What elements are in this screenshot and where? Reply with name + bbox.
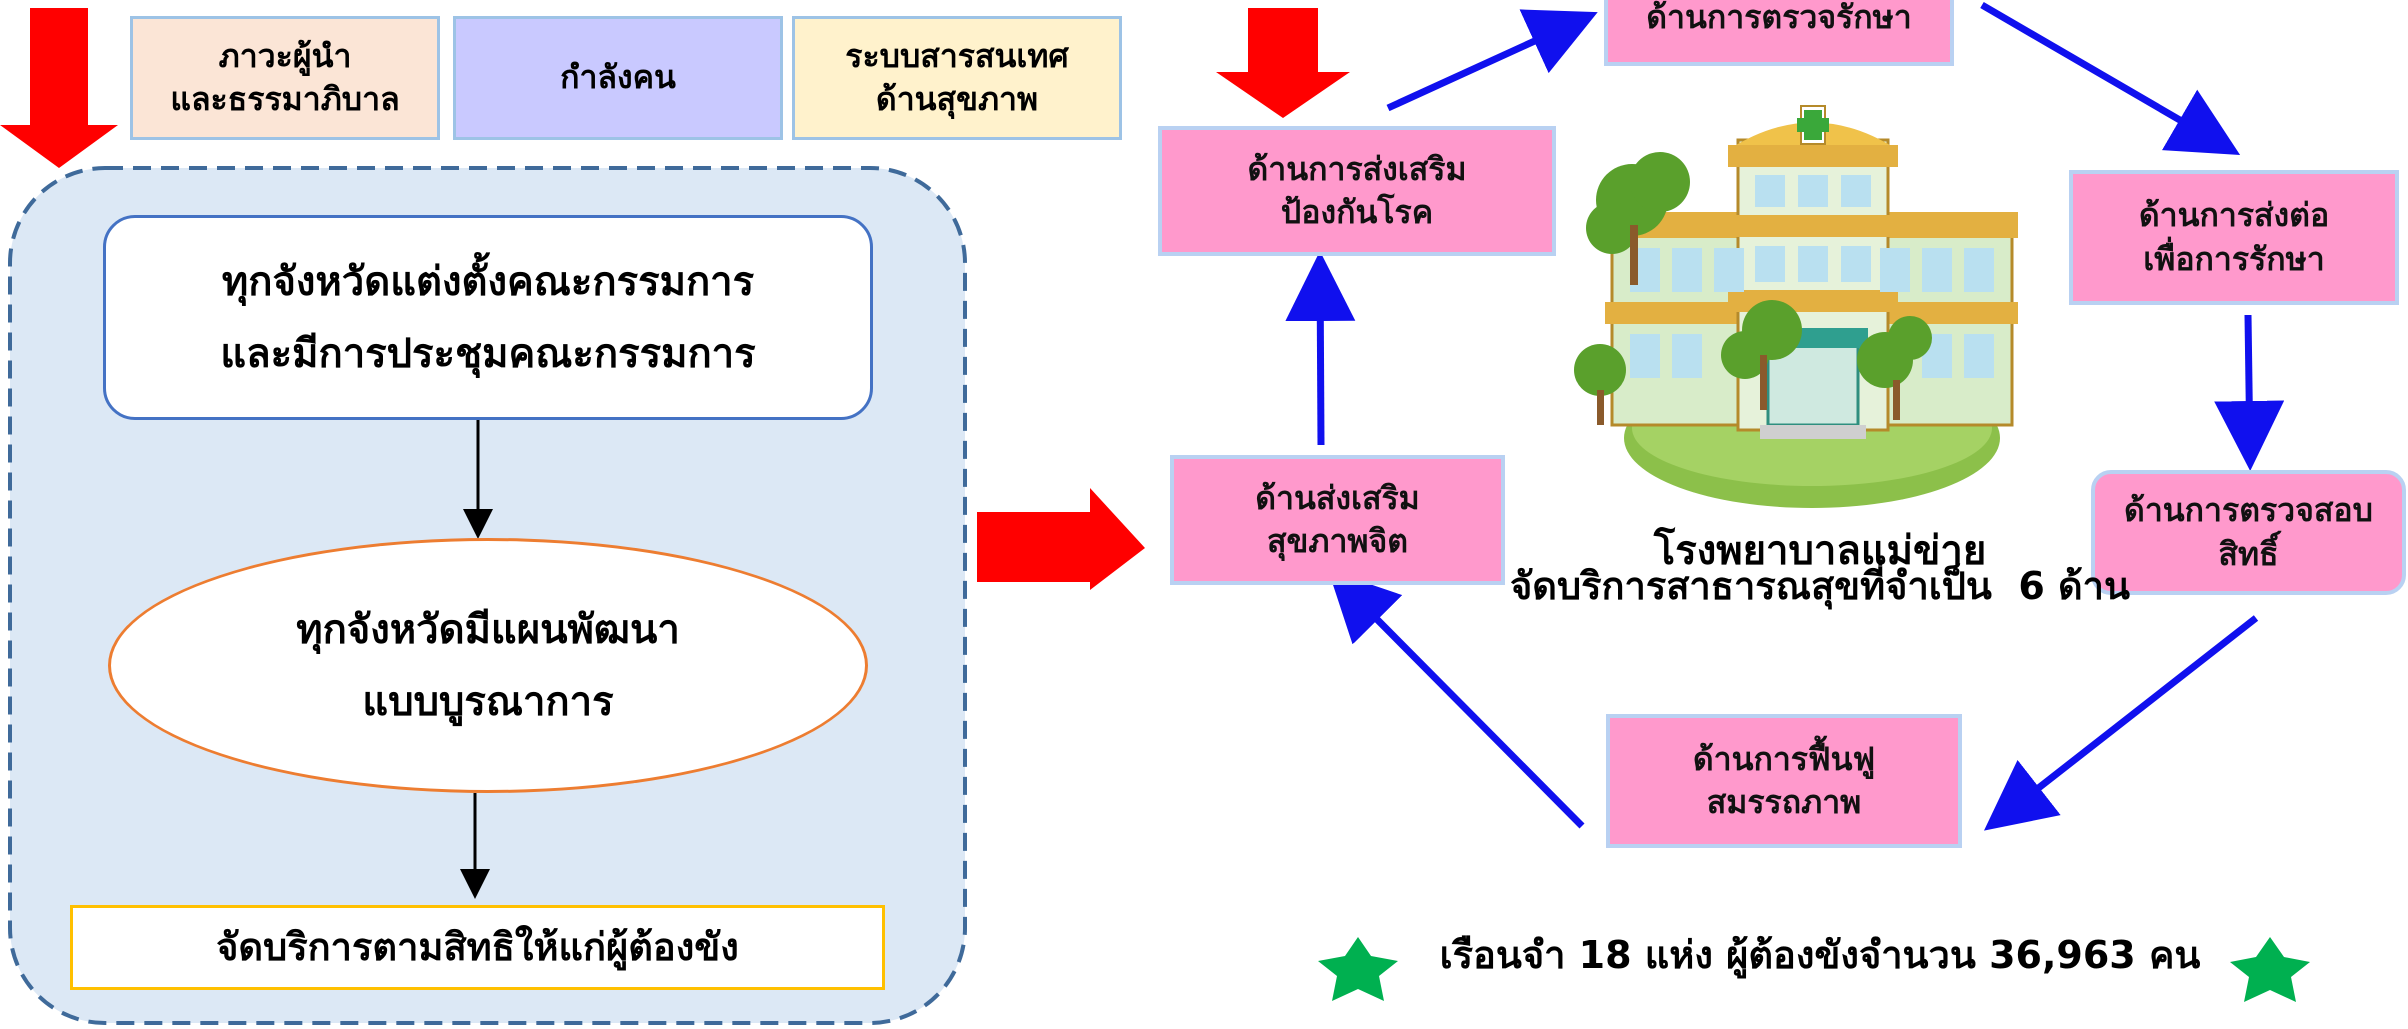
cycle-arrow [1386,9,1598,112]
mental-health-line-1: ด้านส่งเสริม [1255,478,1420,517]
cycle-arrow [1980,1,2241,156]
footer-summary: เรือนจำ 18 แห่ง ผู้ต้องขังจำนวน 36,963 ค… [1439,933,2201,977]
workforce-box: กำลังคน [453,16,783,140]
promotion-line-2: ป้องกันโรค [1280,193,1434,231]
mental-health-line-2: สุขภาพจิต [1266,522,1409,560]
green-star-icon [1318,937,1398,1001]
leadership-line-1: ภาวะผู้นำ [218,36,352,75]
plan-line-2: แบบบูรณาการ [362,678,614,725]
rehabilitation-line-1: ด้านการฟื้นฟู [1692,739,1876,778]
cycle-arrow [2214,314,2285,471]
cycle-arrow [1328,570,1585,829]
hospital-illustration [1574,105,2018,508]
service-text: จัดบริการตามสิทธิให้แก่ผู้ต้องขัง [216,924,739,969]
promotion-line-1: ด้านการส่งเสริม [1247,149,1467,188]
health-information-box: ระบบสารสนเทศ ด้านสุขภาพ [792,16,1122,140]
leadership-line-2: และธรรมาภิบาล [170,80,400,118]
rights-line-2: สิทธิ์ [2218,534,2279,573]
rights-box: ด้านการตรวจสอบ สิทธิ์ [2091,470,2406,595]
referral-box: ด้านการส่งต่อ เพื่อการรักษา [2069,170,2399,305]
plan-ellipse: ทุกจังหวัดมีแผนพัฒนา แบบบูรณาการ [108,538,868,793]
red-arrow-right-icon [977,488,1145,590]
health-information-line-2: ด้านสุขภาพ [875,80,1039,118]
promotion-box: ด้านการส่งเสริม ป้องกันโรค [1158,126,1556,256]
red-arrow-down-icon [0,8,118,168]
committee-box: ทุกจังหวัดแต่งตั้งคณะกรรมการ และมีการประ… [103,215,873,420]
red-arrow-down-icon [1216,8,1350,118]
hospital-title: โรงพยาบาลแม่ข่าย [1653,528,1987,574]
hospital-subtitle: จัดบริการสาธารณสุขที่จำเป็น 6 ด้าน [1510,564,2130,608]
treatment-box: ด้านการตรวจรักษา [1604,0,1954,66]
plan-line-1: ทุกจังหวัดมีแผนพัฒนา [296,606,680,653]
committee-line-1: ทุกจังหวัดแต่งตั้งคณะกรรมการ [221,258,755,305]
committee-line-2: และมีการประชุมคณะกรรมการ [220,330,756,377]
workforce-line-1: กำลังคน [560,58,676,97]
referral-line-2: เพื่อการรักษา [2143,239,2325,278]
leadership-box: ภาวะผู้นำ และธรรมาภิบาล [130,16,440,140]
mental-health-box: ด้านส่งเสริม สุขภาพจิต [1170,455,1505,585]
green-star-icon [2230,937,2310,1002]
referral-line-1: ด้านการส่งต่อ [2138,196,2330,235]
health-information-line-1: ระบบสารสนเทศ [845,36,1069,75]
rehabilitation-line-2: สมรรถภาพ [1706,783,1862,821]
rehabilitation-box: ด้านการฟื้นฟู สมรรถภาพ [1606,714,1962,848]
treatment-line-1: ด้านการตรวจรักษา [1646,0,1912,37]
service-box: จัดบริการตามสิทธิให้แก่ผู้ต้องขัง [70,905,885,990]
cycle-arrow [1983,615,2259,831]
rights-line-1: ด้านการตรวจสอบ [2124,491,2373,530]
cycle-arrow [1285,251,1356,446]
